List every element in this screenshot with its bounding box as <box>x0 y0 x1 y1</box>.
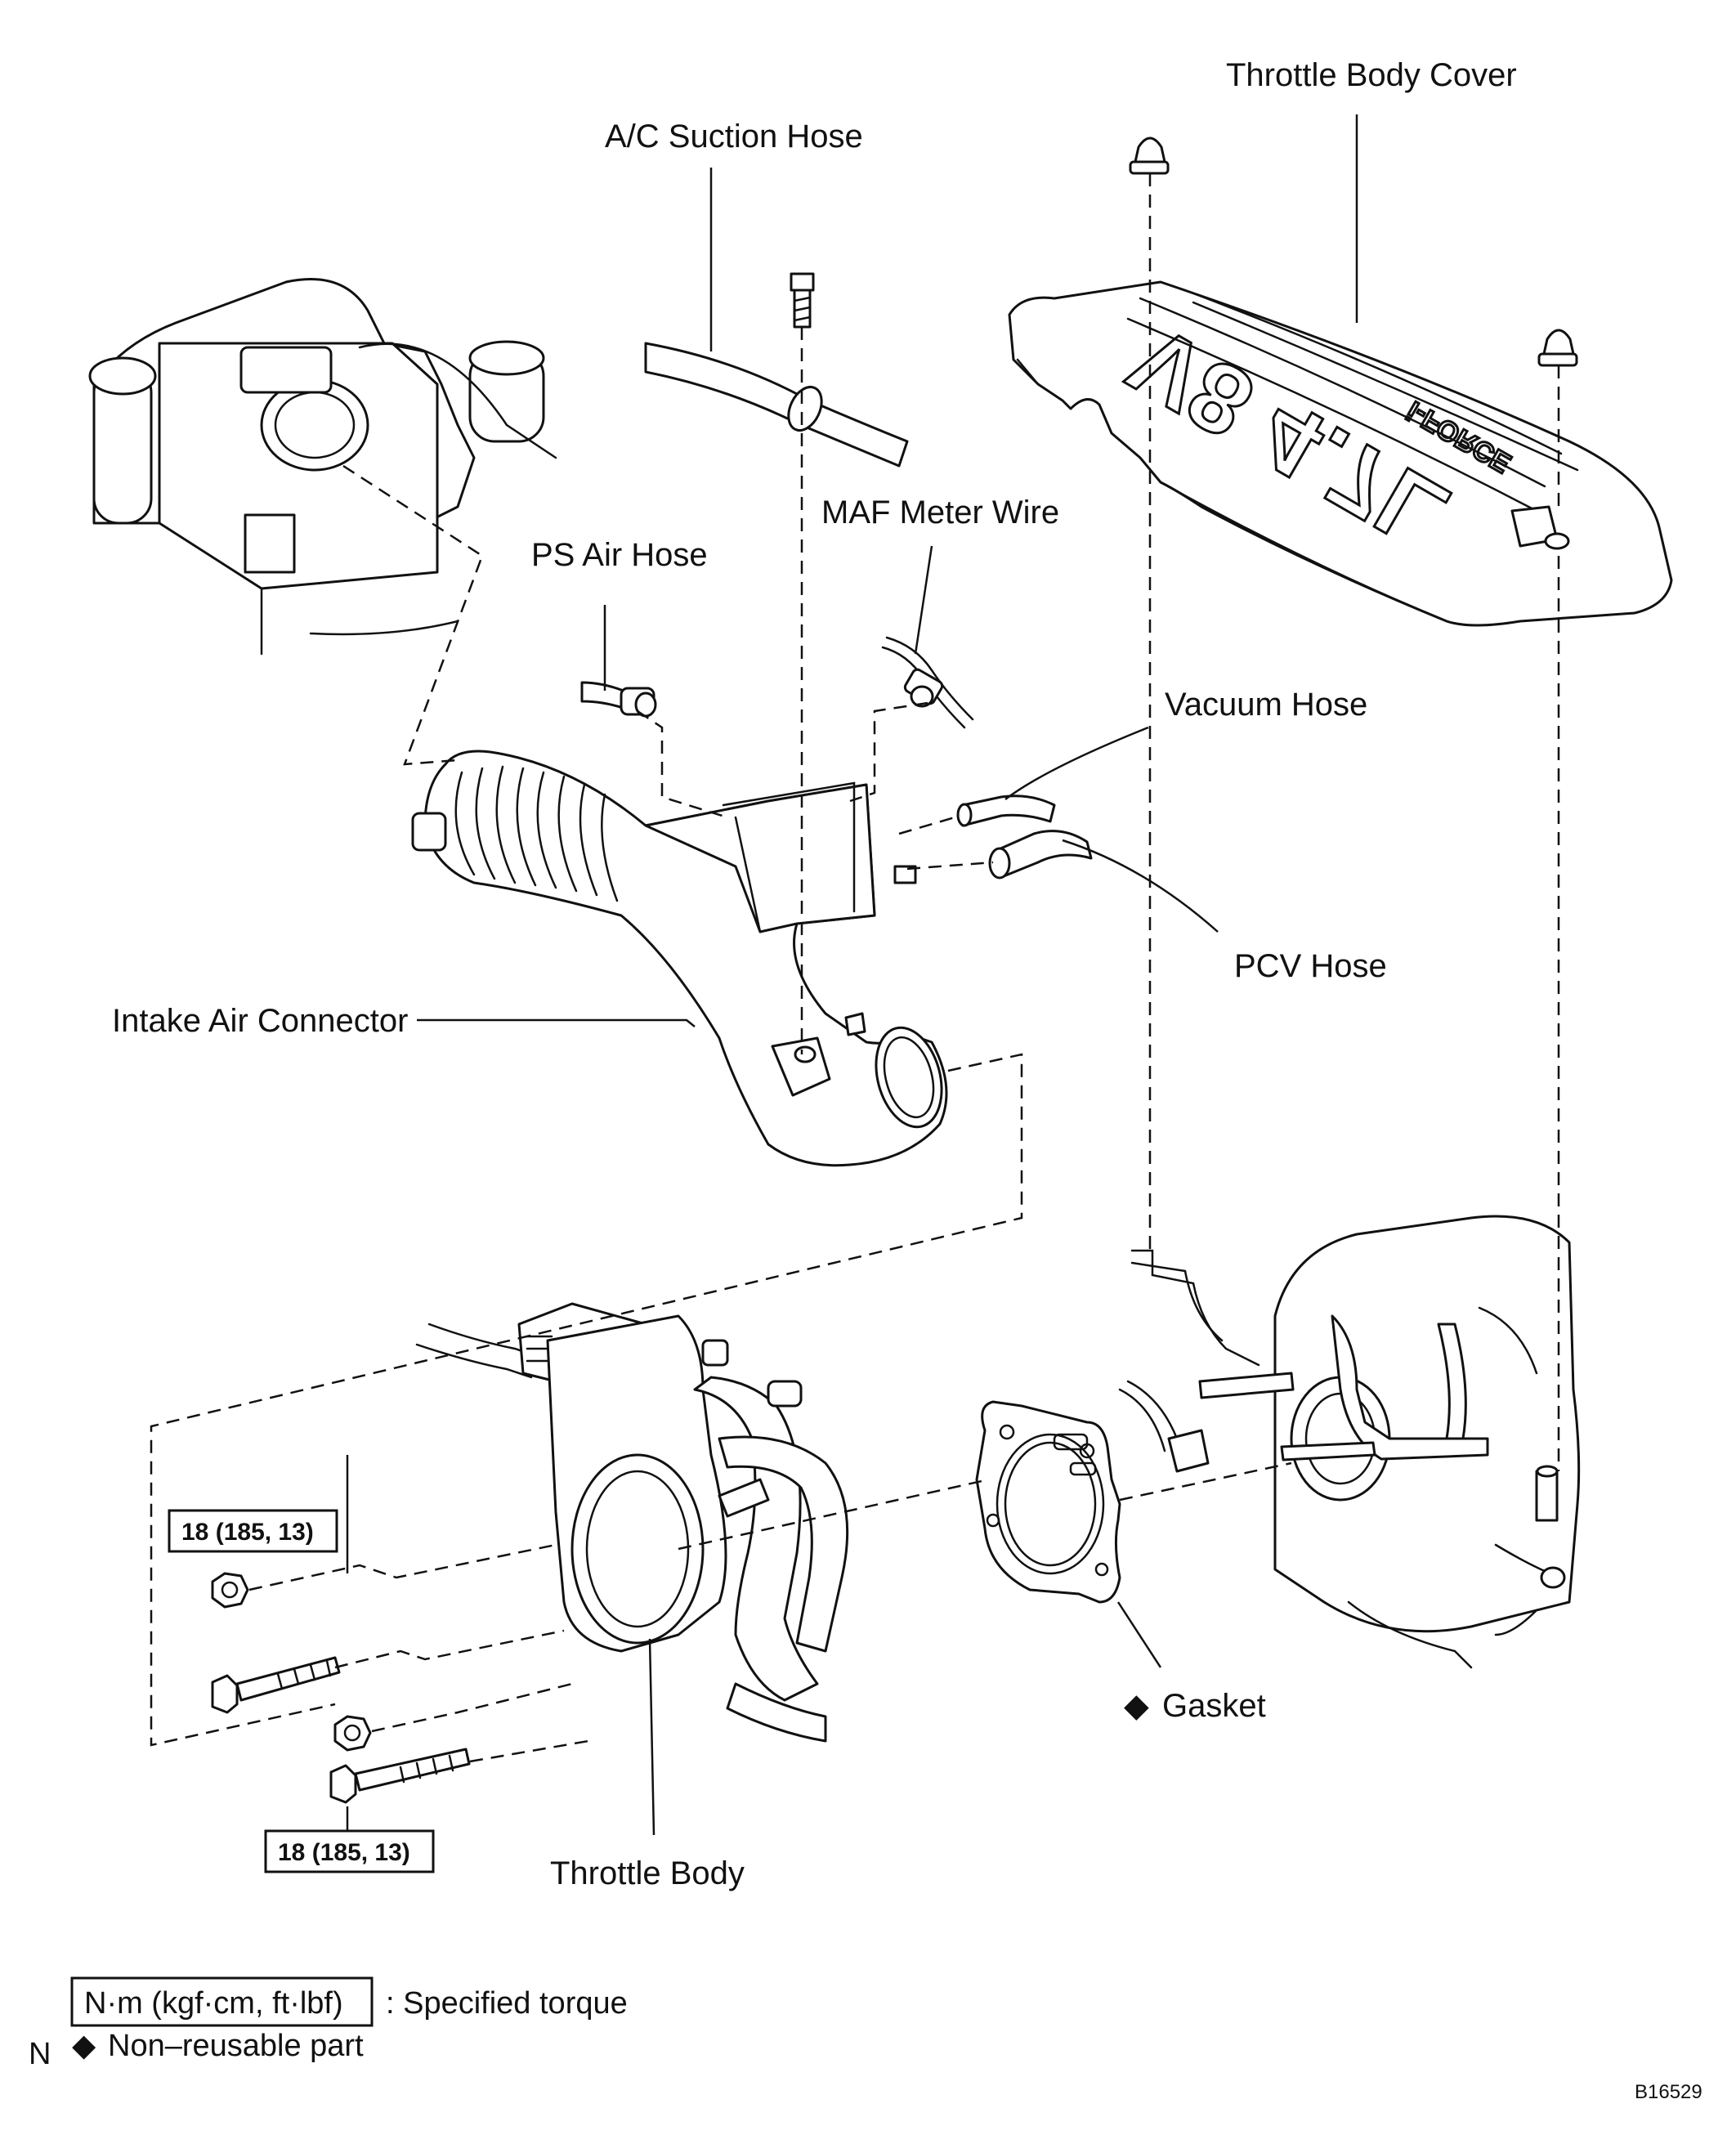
pcv-hose <box>988 830 1093 880</box>
ps-air-hose <box>580 681 657 718</box>
label-gasket: Gasket <box>1162 1688 1266 1724</box>
legend-nonreusable-desc: Non–reusable part <box>108 2029 364 2063</box>
leader-lines <box>346 114 1358 1839</box>
gasket <box>975 1400 1121 1604</box>
bolt-long-upper <box>211 1656 341 1714</box>
legend-torque-unit: N·m (kgf·cm, ft·lbf) <box>84 1986 343 2021</box>
torque-spec-lower: 18 (185, 13) <box>264 1829 435 1873</box>
nut-upper <box>211 1572 249 1609</box>
throttle-body <box>415 1302 849 1743</box>
throttle-body-cover: V8 4.7L i-FORCE <box>1008 280 1673 627</box>
label-ac-suction-hose: A/C Suction Hose <box>605 119 863 154</box>
label-ps-air-hose: PS Air Hose <box>531 537 708 573</box>
torque-spec-upper: 18 (185, 13) <box>168 1509 338 1553</box>
label-intake-air-connector: Intake Air Connector <box>112 1003 408 1039</box>
bolt-long-lower <box>329 1748 471 1804</box>
engine-background-upper-left <box>88 278 557 656</box>
ac-hose-bolt <box>790 272 815 329</box>
label-vacuum-hose: Vacuum Hose <box>1165 687 1367 723</box>
ac-suction-hose <box>644 342 909 468</box>
legend-torque-desc: : Specified torque <box>386 1986 628 2021</box>
torque-spec-upper-value: 18 (185, 13) <box>181 1519 314 1546</box>
gasket-nonreusable-marker: ◆ <box>1124 1688 1149 1724</box>
cover-nut-right <box>1537 329 1578 367</box>
figure-code: B16529 <box>1635 2081 1702 2103</box>
label-throttle-body-cover: Throttle Body Cover <box>1226 57 1517 93</box>
nut-lower <box>333 1715 372 1752</box>
intake-air-connector <box>411 750 948 1167</box>
vacuum-hose <box>956 794 1056 827</box>
label-throttle-body: Throttle Body <box>550 1855 745 1891</box>
legend-nonreusable-symbol: ◆ <box>72 2029 96 2063</box>
torque-spec-lower-value: 18 (185, 13) <box>278 1839 410 1866</box>
legend-torque-box <box>70 1976 374 2027</box>
label-maf-meter-wire: MAF Meter Wire <box>821 495 1059 530</box>
maf-meter-wire <box>881 636 974 729</box>
cover-nut-left <box>1129 137 1170 175</box>
intake-manifold-context <box>1118 1215 1581 1669</box>
corner-letter: N <box>29 2037 51 2071</box>
assembly-lines <box>150 173 1560 1763</box>
label-pcv-hose: PCV Hose <box>1234 948 1387 984</box>
legend: N·m (kgf·cm, ft·lbf) : Specified torque … <box>70 1976 628 2063</box>
